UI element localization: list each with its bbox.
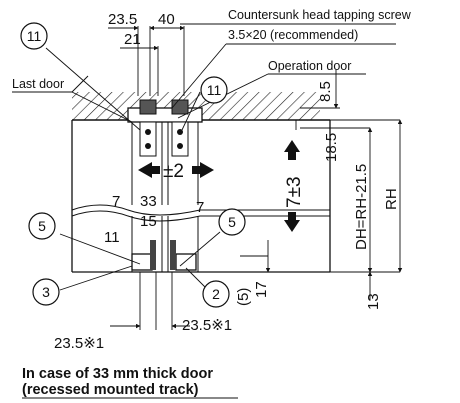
hanger-left bbox=[139, 121, 157, 157]
callout-3: 3 bbox=[32, 278, 60, 306]
dim-33: 33 bbox=[140, 193, 157, 210]
right-dimension-lines bbox=[240, 70, 403, 300]
callout-5-left: 5 bbox=[28, 212, 56, 240]
screw-spec-label: 3.5×20 (recommended) bbox=[228, 28, 358, 42]
callout-2: 2 bbox=[202, 280, 230, 308]
dim-17: 17 bbox=[253, 281, 270, 298]
top-dimension-lines bbox=[108, 25, 185, 96]
callout-11-left: 11 bbox=[20, 22, 48, 50]
svg-text:5: 5 bbox=[38, 218, 46, 234]
operation-door-label: Operation door bbox=[268, 59, 351, 73]
last-door-label: Last door bbox=[12, 77, 64, 91]
callout-5-right: 5 bbox=[218, 208, 246, 236]
dim-dh: DH=RH-21.5 bbox=[353, 164, 370, 250]
dim-23-5-bottom-left: 23.5※1 bbox=[54, 335, 104, 352]
dim-21: 21 bbox=[124, 31, 141, 48]
movement-arrows bbox=[138, 140, 300, 232]
svg-text:11: 11 bbox=[207, 82, 222, 98]
dim-8-5: 8.5 bbox=[317, 81, 334, 102]
dim-7-left: 7 bbox=[112, 193, 120, 210]
floor-guide bbox=[131, 240, 197, 271]
caption-line-1: In case of 33 mm thick door bbox=[22, 366, 213, 382]
hanger-right bbox=[171, 121, 189, 157]
dim-13: 13 bbox=[365, 293, 382, 310]
leader-lines bbox=[12, 23, 396, 291]
track-profile bbox=[127, 99, 203, 123]
caption-line-2: (recessed mounted track) bbox=[22, 382, 199, 398]
svg-text:11: 11 bbox=[27, 28, 42, 44]
dim-23-5-top: 23.5 bbox=[108, 11, 137, 28]
dim-5-paren: (5) bbox=[235, 288, 252, 306]
svg-text:2: 2 bbox=[212, 286, 220, 302]
dim-rh: RH bbox=[383, 188, 400, 210]
dim-40: 40 bbox=[158, 11, 175, 28]
dim-7-right: 7 bbox=[196, 199, 204, 216]
dim-7-plus-minus-3: 7±3 bbox=[284, 176, 305, 208]
callout-11-right: 11 bbox=[200, 76, 228, 104]
dim-plus-minus-2: ±2 bbox=[163, 161, 184, 182]
dim-18-5: 18.5 bbox=[323, 133, 340, 162]
bottom-dimension-lines bbox=[110, 272, 190, 330]
dim-15: 15 bbox=[140, 213, 157, 230]
svg-text:3: 3 bbox=[42, 284, 50, 300]
screw-label: Countersunk head tapping screw bbox=[228, 8, 412, 22]
dim-23-5-bottom-right: 23.5※1 bbox=[182, 317, 232, 334]
svg-text:5: 5 bbox=[228, 214, 236, 230]
dim-11: 11 bbox=[104, 229, 120, 246]
